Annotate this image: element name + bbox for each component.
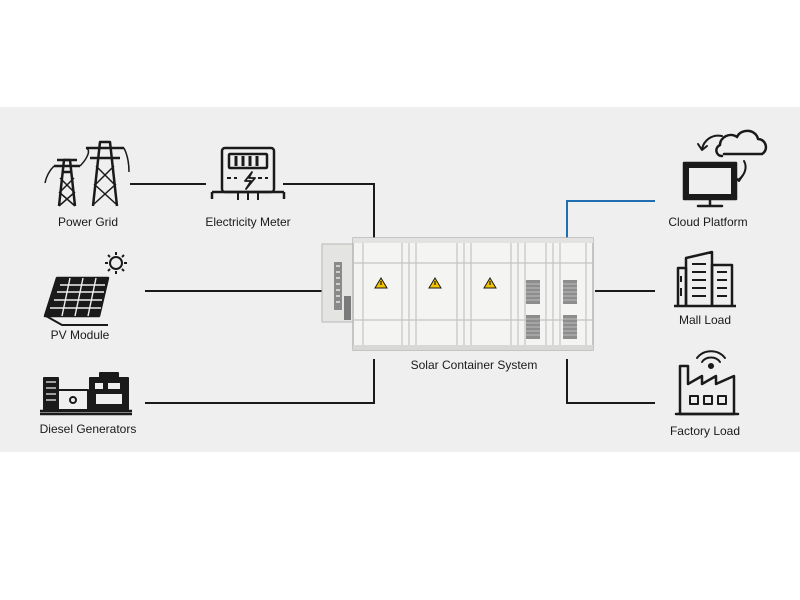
power-grid-label: Power Grid	[57, 215, 119, 229]
warning-sign-icon	[374, 277, 388, 289]
buildings-icon	[674, 250, 736, 308]
transmission-tower-icon	[44, 140, 130, 207]
pv-module-label: PV Module	[50, 328, 110, 342]
solar-container-label: Solar Container System	[410, 358, 538, 372]
factory-wifi-icon	[674, 350, 740, 416]
wire-diesel-to-container	[145, 359, 375, 404]
mall-load-label: Mall Load	[678, 313, 732, 327]
wire-container-to-cloud	[566, 200, 655, 238]
diesel-generator-icon	[40, 372, 132, 416]
wire-meter-to-container	[283, 183, 375, 238]
container-icon	[321, 237, 594, 351]
warning-sign-icon	[483, 277, 497, 289]
wire-container-to-factory	[566, 359, 655, 404]
solar-panel-icon	[43, 252, 127, 326]
electricity-meter-label: Electricity Meter	[205, 215, 291, 229]
factory-load-label: Factory Load	[669, 424, 741, 438]
electricity-meter-icon	[210, 146, 286, 200]
cloud-monitor-icon	[682, 129, 768, 208]
diesel-generators-label: Diesel Generators	[39, 422, 137, 436]
cloud-platform-label: Cloud Platform	[668, 215, 748, 229]
warning-sign-icon	[428, 277, 442, 289]
